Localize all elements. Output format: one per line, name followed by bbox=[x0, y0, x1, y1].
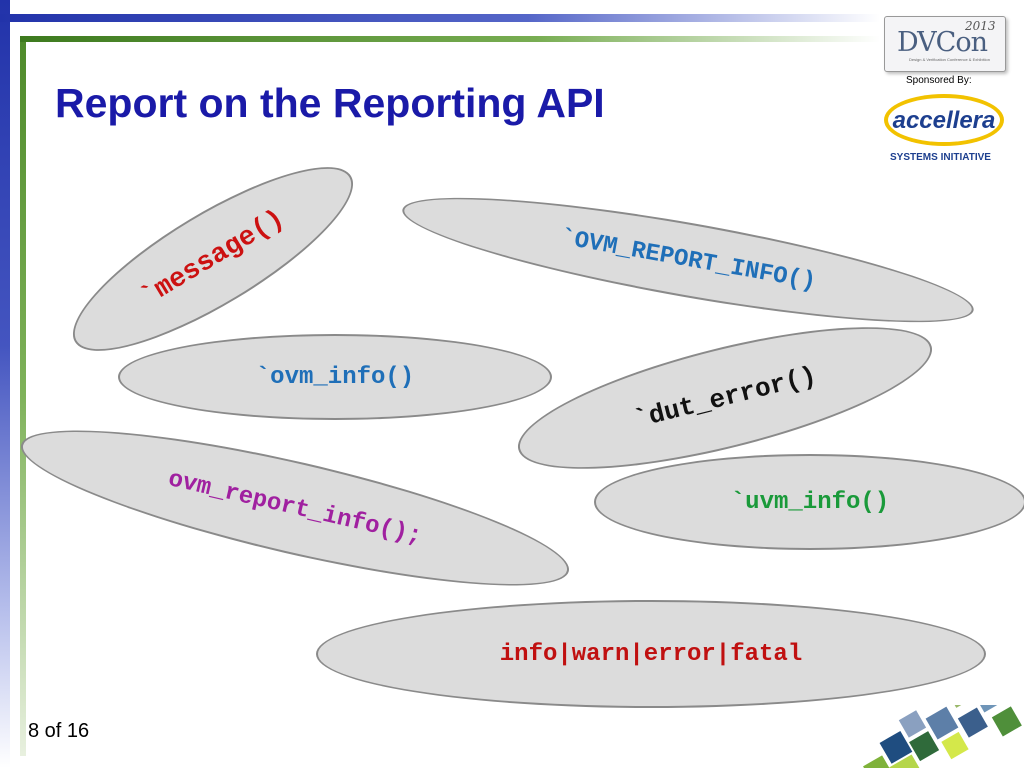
dvcon-logo-text: DVCon bbox=[897, 27, 988, 58]
oval-uvm-info-text: `uvm_info() bbox=[730, 488, 890, 516]
accellera-logo-text: accellera bbox=[893, 107, 996, 134]
oval-ovm-report-info-macro-text: `OVM_REPORT_INFO() bbox=[558, 224, 818, 296]
frame-left-green-bar bbox=[20, 36, 26, 756]
accellera-subtitle: SYSTEMS INITIATIVE bbox=[890, 152, 991, 163]
page-number: 8 of 16 bbox=[28, 720, 90, 742]
dvcon-logo-year: 2013 bbox=[965, 19, 996, 33]
dvcon-logo: DVCon 2013 Design & Verification Confere… bbox=[884, 16, 1006, 72]
oval-message-text: `message() bbox=[135, 204, 291, 314]
oval-ovm-report-info-call-text: ovm_report_info(); bbox=[165, 465, 425, 551]
corner-decoration bbox=[863, 705, 1022, 768]
dvcon-logo-tagline: Design & Verification Conference & Exhib… bbox=[909, 57, 990, 62]
frame-left-blue-bar bbox=[0, 0, 10, 768]
slide-title: Report on the Reporting API bbox=[55, 80, 605, 126]
frame-top-green-bar bbox=[20, 36, 880, 42]
frame-top-blue-bar bbox=[0, 14, 880, 22]
sponsored-by-label: Sponsored By: bbox=[906, 75, 972, 86]
accellera-logo: accellera bbox=[884, 94, 1004, 146]
oval-severity-levels-text: info|warn|error|fatal bbox=[499, 640, 803, 668]
oval-ovm-info-text: `ovm_info() bbox=[255, 363, 415, 391]
oval-uvm-info: `uvm_info() bbox=[594, 454, 1024, 550]
oval-dut-error-text: `dut_error() bbox=[630, 360, 820, 436]
oval-ovm-report-info-macro: `OVM_REPORT_INFO() bbox=[395, 173, 981, 347]
oval-ovm-report-info-call: ovm_report_info(); bbox=[10, 399, 580, 617]
oval-ovm-info: `ovm_info() bbox=[118, 334, 552, 420]
oval-severity-levels: info|warn|error|fatal bbox=[316, 600, 986, 708]
